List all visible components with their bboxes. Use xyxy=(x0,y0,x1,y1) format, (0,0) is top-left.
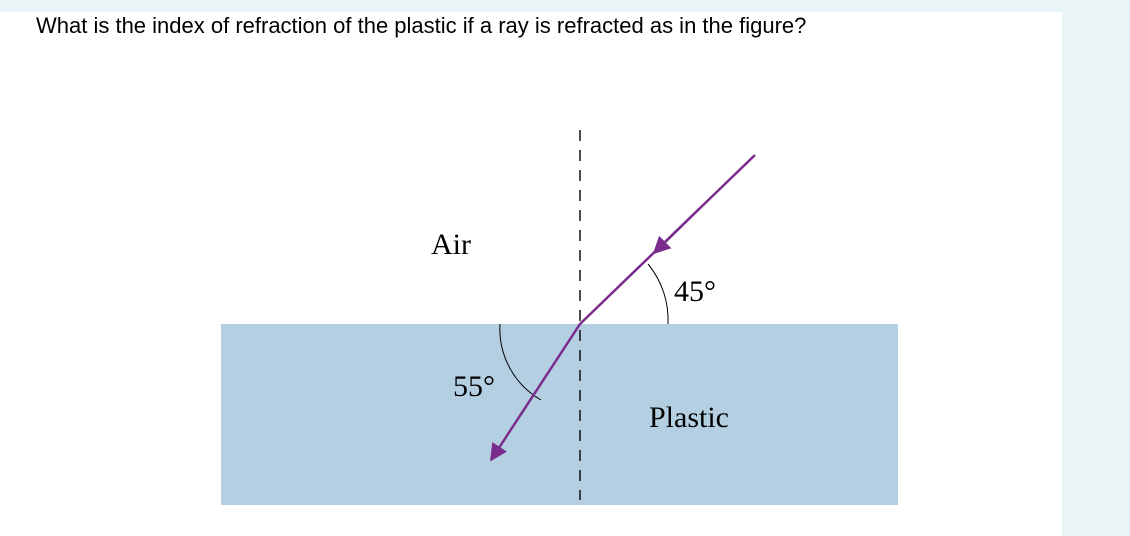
incident-ray-arrow xyxy=(652,207,701,255)
plastic-label: Plastic xyxy=(649,401,729,434)
refracted-angle-arc xyxy=(499,323,542,401)
refracted-angle-label: 55° xyxy=(453,370,495,403)
question-text: What is the index of refraction of the p… xyxy=(36,13,807,38)
refracted-ray xyxy=(489,323,582,462)
plastic-block xyxy=(221,324,898,505)
incident-angle-arc xyxy=(647,263,669,325)
incident-angle-label: 45° xyxy=(674,275,716,308)
air-label: Air xyxy=(431,228,471,261)
